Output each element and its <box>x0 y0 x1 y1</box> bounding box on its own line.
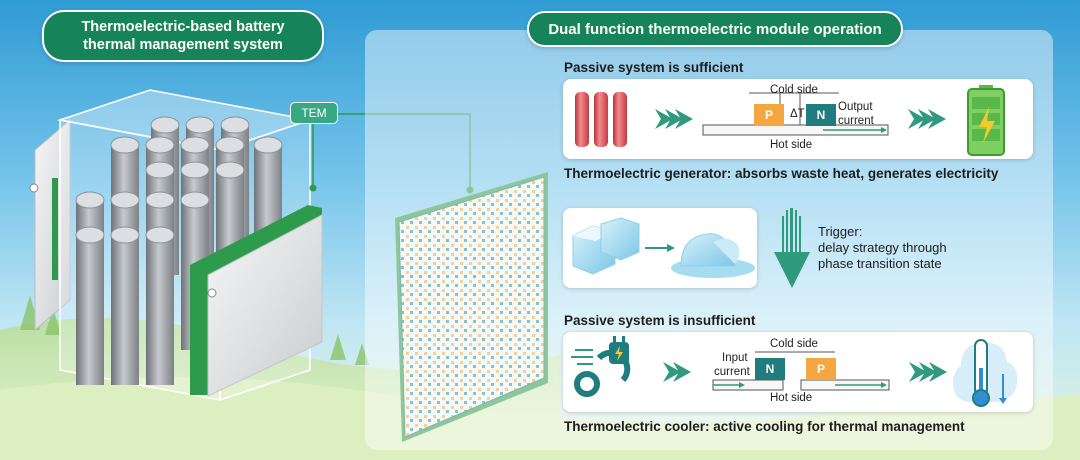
passive-insufficient-heading: Passive system is insufficient <box>564 313 756 328</box>
battery-pack-illustration <box>29 89 323 402</box>
battery-cell-top <box>150 116 180 134</box>
delta-t-label: ΔT <box>790 108 805 120</box>
battery-cell-top <box>215 136 245 154</box>
battery-cell-top <box>180 161 210 179</box>
module-operation-title: Dual function thermoelectric module oper… <box>527 11 903 47</box>
charged-battery-icon <box>967 85 1005 156</box>
trigger-line1: Trigger: <box>818 224 863 239</box>
thermometer-icon <box>953 339 1018 407</box>
battery-cell-top <box>215 161 245 179</box>
melting-ice-icon <box>671 233 755 278</box>
battery-cell-top <box>75 191 105 209</box>
battery-cell-top <box>185 116 215 134</box>
tec-n-element: N <box>755 358 785 380</box>
battery-cells-icon <box>575 92 627 147</box>
battery-cell-top <box>180 136 210 154</box>
battery-cell-top <box>110 191 140 209</box>
tec-hot-side-label: Hot side <box>770 392 813 404</box>
battery-cell-top <box>110 226 140 244</box>
trigger-note: Trigger: delay strategy through phase tr… <box>818 224 947 272</box>
system-title-line2: thermal management system <box>83 37 283 53</box>
input-current-label-1: Input <box>722 352 748 364</box>
chevron-arrow-icon <box>908 109 946 129</box>
down-arrow-icon <box>774 208 810 288</box>
cooler-caption: Thermoelectric cooler: active cooling fo… <box>564 419 965 434</box>
phase-change-diagram <box>572 217 755 278</box>
trigger-line3: phase transition state <box>818 256 942 271</box>
generator-caption: Thermoelectric generator: absorbs waste … <box>564 166 999 181</box>
output-current-label-1: Output <box>838 101 873 113</box>
battery-cell-top <box>253 136 283 154</box>
generator-diagram <box>575 85 1005 156</box>
ice-cube-icon <box>572 217 640 275</box>
input-current-label-2: current <box>714 366 750 378</box>
battery-cell-top <box>145 136 175 154</box>
battery-cell-top <box>145 191 175 209</box>
battery-cell <box>111 235 139 385</box>
tec-cold-side-label: Cold side <box>770 338 818 350</box>
chevron-arrow-icon <box>663 362 691 382</box>
chevron-arrow-icon <box>909 362 947 382</box>
battery-cell-top <box>180 191 210 209</box>
tem-module-illustration <box>395 172 548 442</box>
system-title: Thermoelectric-based battery thermal man… <box>42 10 324 62</box>
output-current-label-2: current <box>838 115 874 127</box>
battery-cell-top <box>110 136 140 154</box>
teg-hot-side-label: Hot side <box>770 139 813 151</box>
teg-cold-side-label: Cold side <box>770 84 818 96</box>
chevron-arrow-icon <box>655 109 693 129</box>
generator-card <box>563 79 1033 159</box>
battery-cell-top <box>75 226 105 244</box>
cooler-card <box>563 332 1033 412</box>
battery-cell-top <box>220 116 250 134</box>
tec-p-element: P <box>806 358 836 380</box>
tem-label: TEM <box>290 102 338 124</box>
trigger-line2: delay strategy through <box>818 240 947 255</box>
teg-n-element: N <box>806 104 836 126</box>
passive-sufficient-heading: Passive system is sufficient <box>564 60 744 75</box>
battery-cell-top <box>145 161 175 179</box>
cooler-diagram <box>571 336 1018 407</box>
power-plug-icon <box>571 336 631 397</box>
battery-cell <box>76 235 104 385</box>
system-title-line1: Thermoelectric-based battery <box>81 19 285 35</box>
teg-p-element: P <box>754 104 784 126</box>
battery-cell <box>146 235 174 385</box>
battery-cell-top <box>145 226 175 244</box>
